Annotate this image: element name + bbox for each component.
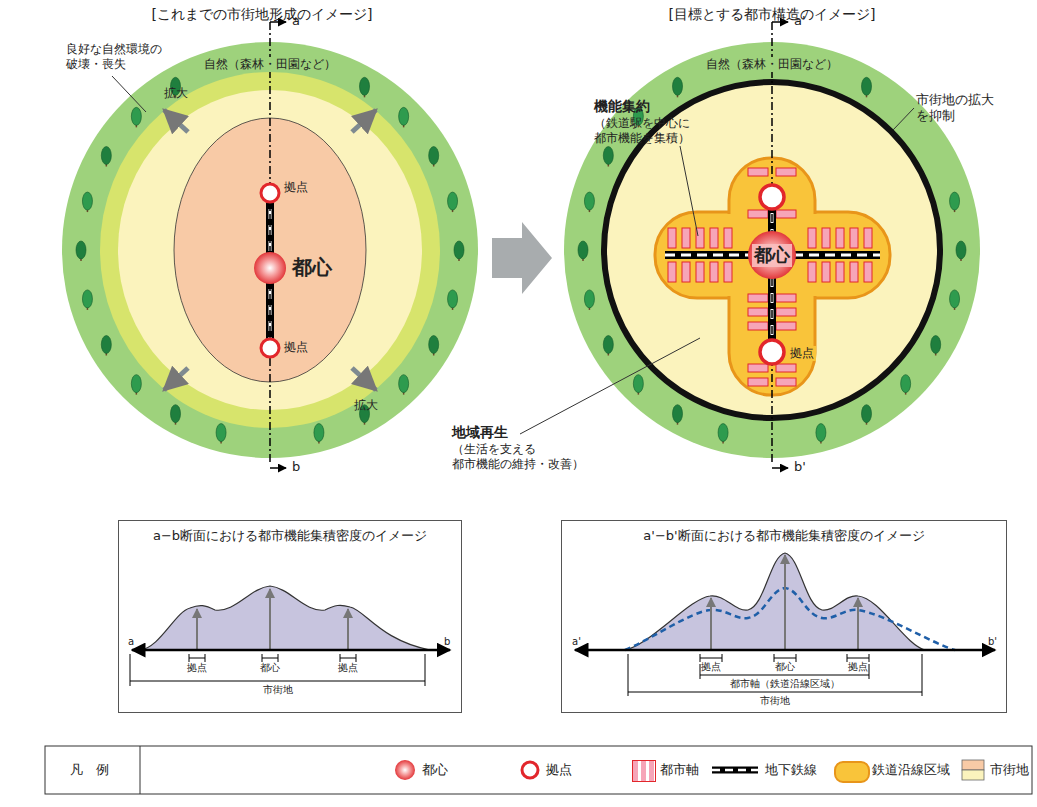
panel-title: [これまでの市街地形成のイメージ] — [152, 6, 373, 24]
axis-label: 市街地 — [760, 695, 790, 708]
axis-label: 都心 — [775, 661, 795, 674]
hub-label: 拠点 — [284, 180, 308, 195]
center-label: 都心 — [292, 255, 332, 280]
chart-heading: a'−b'断面における都市機能集積密度のイメージ — [562, 527, 1006, 545]
axis-label: 拠点 — [338, 662, 358, 675]
section-mark: b' — [794, 459, 806, 475]
transition-arrow — [492, 222, 552, 294]
legend-heading: 凡 例 — [70, 762, 109, 778]
axis-label: 市街地 — [263, 684, 293, 697]
axis-label: 都心 — [260, 662, 280, 675]
callout-heading: 地域再生 — [452, 424, 508, 442]
hub-circle — [760, 340, 784, 364]
axis-label: 拠点 — [701, 661, 721, 674]
panel-title: [目標とする都市構造のイメージ] — [669, 6, 876, 24]
callout-note: 市街地の拡大 を抑制 — [916, 92, 1002, 125]
hub-circle — [261, 184, 279, 202]
density-chart — [575, 553, 995, 696]
section-mark: a' — [794, 13, 806, 29]
axis-label: 都市軸（鉄道沿線区域） — [730, 678, 840, 691]
expansion-arrow — [164, 110, 376, 390]
hub-label: 拠点 — [284, 340, 308, 355]
legend-text: 都市軸 — [660, 762, 699, 778]
note: 良好な自然環境の 破壊・喪失 — [66, 42, 178, 72]
axis-end: b' — [988, 636, 997, 649]
city-center — [254, 252, 286, 284]
legend-swatch — [834, 761, 870, 783]
callout-heading: 機能集約 — [594, 98, 650, 116]
axis-end: b — [444, 636, 450, 649]
legend-text: 都心 — [422, 762, 448, 778]
area-label: 自然（森林・田園など） — [202, 57, 338, 72]
hub-label: 拠点 — [788, 346, 816, 361]
legend-text: 鉄道沿線区域 — [872, 762, 950, 778]
axis-label: 拠点 — [848, 661, 868, 674]
arrow-label: 拡大 — [164, 86, 188, 101]
section-mark: b — [292, 459, 300, 475]
railway-zone — [655, 158, 890, 395]
legend-swatch — [632, 760, 656, 782]
legend-text: 拠点 — [546, 762, 572, 778]
subway-line — [270, 193, 880, 352]
axis-label: 拠点 — [187, 662, 207, 675]
density-chart — [130, 586, 450, 686]
legend-text: 市街地 — [990, 762, 1029, 778]
legend-frame — [45, 746, 1032, 794]
axis-end: a' — [572, 636, 581, 649]
area-label: 自然（森林・田園など） — [704, 57, 840, 72]
legend-text: 地下鉄線 — [765, 762, 817, 778]
section-mark: a — [292, 13, 300, 29]
hub-circle — [760, 185, 784, 209]
city-axis — [668, 168, 872, 386]
arrow-label: 拡大 — [354, 398, 378, 413]
callout-note: （鉄道駅を中心に 都市機能を集積） — [594, 116, 714, 146]
chart-heading: a−b断面における都市機能集積密度のイメージ — [119, 527, 461, 545]
axis-end: a — [128, 636, 134, 649]
city-center — [748, 231, 796, 279]
leader-line — [112, 76, 914, 434]
callout-note: （生活を支える 都市機能の維持・改善） — [452, 442, 602, 472]
center-label: 都心 — [752, 244, 792, 267]
hub-circle — [261, 339, 279, 357]
section-line — [270, 22, 788, 468]
